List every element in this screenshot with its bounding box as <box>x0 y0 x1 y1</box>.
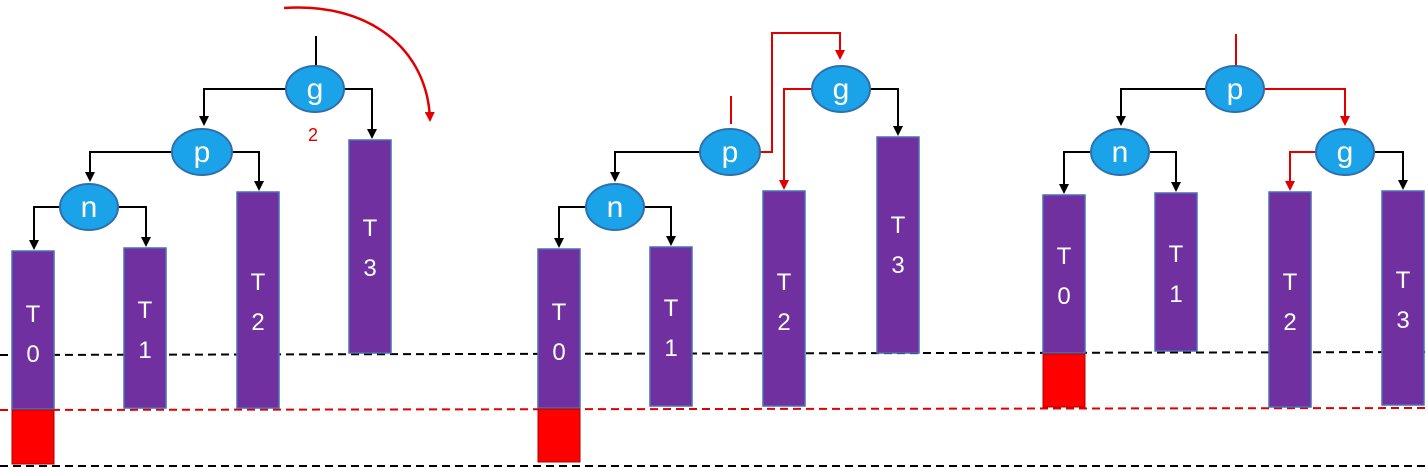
subtree-t1 <box>649 246 693 407</box>
node-p-label: p <box>722 136 739 169</box>
subtree-t0 <box>537 248 581 409</box>
node-n-label: n <box>1112 136 1129 169</box>
node-p <box>171 128 233 176</box>
subtree-t0-label-line2: 0 <box>1057 283 1070 310</box>
subtree-t3-label-line1: T <box>891 212 906 239</box>
subtree-t3 <box>876 136 920 354</box>
edge-n-t1 <box>118 206 151 247</box>
edge-p-n <box>610 151 700 182</box>
subtree-t3-label-line2: 3 <box>1396 307 1409 334</box>
node-g <box>811 65 871 113</box>
node-g <box>285 65 345 113</box>
subtree-t2-label-line2: 2 <box>1283 309 1296 336</box>
subtree-t3 <box>1381 190 1425 406</box>
subtree-t1-label-line1: T <box>138 297 153 324</box>
subtree-t2 <box>762 190 806 407</box>
node-p <box>699 128 761 176</box>
subtree-t0-label-line1: T <box>552 299 567 326</box>
subtree-t2-label-line2: 2 <box>777 309 790 336</box>
edge-n-t1 <box>1150 151 1181 192</box>
edge-g-t3 <box>1374 151 1408 190</box>
subtree-t3-label-line1: T <box>363 215 378 242</box>
overflow-reference-line <box>0 407 1428 411</box>
subtree-t2-label-line2: 2 <box>251 309 264 336</box>
edge-g-p <box>199 88 286 126</box>
edge-g-t2 <box>1285 151 1316 191</box>
edge-n-t0 <box>29 206 60 250</box>
subtree-t1-label-line1: T <box>664 295 679 322</box>
subtree-t0-label-line1: T <box>1057 243 1072 270</box>
overflow-block <box>537 408 581 463</box>
subtree-t2 <box>236 191 280 409</box>
rotation-arrow-clockwise <box>283 6 435 122</box>
subtree-t3-label-line2: 3 <box>891 252 904 279</box>
subtree-t3-label-line1: T <box>1396 267 1411 294</box>
edge-n-t0 <box>1059 151 1091 194</box>
subtree-t0-label-line2: 0 <box>26 341 39 368</box>
edge-g-t3 <box>870 88 903 136</box>
node-g <box>1315 128 1375 176</box>
subtree-t2-label-line1: T <box>1283 269 1298 296</box>
edge-p-n <box>85 151 172 182</box>
panel-after-rotation: T 0 T 1 T 2 T 3 p n g <box>1042 34 1425 408</box>
subtree-t0 <box>1042 194 1086 354</box>
node-n <box>1090 128 1150 176</box>
subtree-t1-label-line2: 1 <box>1169 281 1182 308</box>
node-g-label: g <box>1337 136 1354 169</box>
panel-before-rotation: T 0 T 1 T 2 T 3 g p n 2 <box>11 6 435 465</box>
edge-n-t0 <box>554 206 587 248</box>
edge-p-t2 <box>232 151 264 191</box>
subtree-t3 <box>348 139 392 354</box>
node-n <box>59 183 119 231</box>
edge-g-t2 <box>779 88 812 190</box>
subtree-t2-label-line1: T <box>777 269 792 296</box>
balance-factor-label: 2 <box>308 125 318 145</box>
subtree-t1-label-line2: 1 <box>664 335 677 362</box>
subtree-t0-label-line1: T <box>26 301 41 328</box>
node-p <box>1205 65 1265 113</box>
subtree-t3-label-line2: 3 <box>363 255 376 282</box>
subtree-t1 <box>1154 192 1198 352</box>
node-p-label: p <box>194 136 211 169</box>
panel-during-rotation: T 0 T 1 T 2 T 3 g p n <box>537 32 920 463</box>
overflow-block <box>1042 353 1086 408</box>
subtree-t1-label-line1: T <box>1169 241 1184 268</box>
subtree-t1 <box>123 247 167 409</box>
node-p-label: p <box>1227 73 1244 106</box>
node-g-label: g <box>833 73 850 106</box>
subtree-t1-label-line2: 1 <box>138 337 151 364</box>
edge-p-g <box>760 32 845 153</box>
subtree-t2 <box>1268 191 1312 408</box>
subtree-t0-label-line2: 0 <box>552 339 565 366</box>
node-n-label: n <box>607 191 624 224</box>
height-reference-line <box>0 351 1428 356</box>
subtree-t0 <box>11 250 55 410</box>
edge-n-t1 <box>643 206 676 246</box>
node-n <box>585 183 645 231</box>
subtree-t2-label-line1: T <box>251 269 266 296</box>
edge-g-t3 <box>344 88 377 139</box>
node-n-label: n <box>81 191 98 224</box>
node-g-label: g <box>307 73 324 106</box>
edge-p-n <box>1116 88 1206 126</box>
edge-p-g <box>1264 88 1350 126</box>
overflow-block <box>11 409 55 465</box>
